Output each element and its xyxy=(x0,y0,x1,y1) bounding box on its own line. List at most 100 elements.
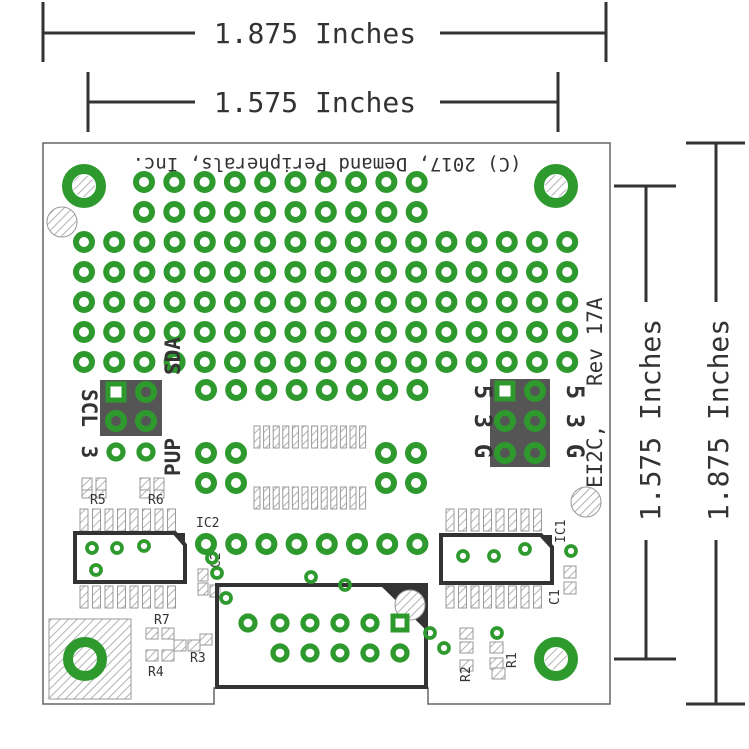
right-pin-label-5: 5 xyxy=(561,385,589,399)
smd-pad xyxy=(104,508,114,532)
smd-pad xyxy=(459,659,474,672)
left-pin-label-g: G xyxy=(469,444,497,458)
proto-pad xyxy=(73,321,95,343)
proto-pad xyxy=(73,291,95,313)
proto-pad xyxy=(375,171,398,193)
smd-pad xyxy=(483,508,492,532)
ic1-pad xyxy=(456,549,470,563)
inner-height-label: 1.575 Inches xyxy=(634,319,667,521)
left-pad xyxy=(136,442,156,462)
pup-label: PUP xyxy=(161,438,185,476)
proto-pad xyxy=(285,379,308,401)
smd-pad xyxy=(253,486,261,510)
proto-pad xyxy=(163,321,186,343)
via xyxy=(437,641,451,655)
smd-pad xyxy=(95,489,107,499)
proto-pad xyxy=(344,231,367,253)
smd-pad xyxy=(139,489,151,499)
proto-pad xyxy=(195,533,217,555)
proto-pad xyxy=(193,291,216,313)
smd-pad xyxy=(161,649,175,662)
r1-label: R1 xyxy=(505,652,520,668)
proto-pad xyxy=(103,261,126,283)
ic2-pad xyxy=(89,563,103,577)
misc-pads xyxy=(85,380,578,663)
smd-pad xyxy=(339,486,347,510)
connector-pad-1 xyxy=(390,613,410,633)
connector-pad xyxy=(360,643,380,663)
mounting-hole-center xyxy=(545,648,567,670)
proto-pad xyxy=(406,379,429,401)
proto-pad xyxy=(526,351,548,373)
ic2-label: IC2 xyxy=(196,516,219,531)
smd-pad xyxy=(142,585,151,609)
proto-pad xyxy=(163,201,186,223)
smd-pad xyxy=(563,565,577,579)
smd-footprints xyxy=(79,425,577,680)
right-header-pad-1 xyxy=(494,380,516,402)
proto-pad xyxy=(195,442,217,464)
mounting-hole xyxy=(62,164,106,208)
smd-pad xyxy=(508,508,517,532)
smd-pad xyxy=(167,585,176,609)
right-pin-label-3: 3 xyxy=(561,414,589,428)
smd-pad xyxy=(117,508,126,532)
smd-pad xyxy=(145,627,159,640)
smd-pad xyxy=(81,477,93,491)
proto-pad xyxy=(375,321,397,343)
proto-pad xyxy=(163,261,186,283)
connector-pad xyxy=(270,643,290,663)
smd-pad xyxy=(311,425,319,449)
proto-pad xyxy=(133,171,155,193)
proto-pad xyxy=(133,351,156,373)
proto-pad xyxy=(375,231,397,253)
left-pin-label-3: 3 xyxy=(469,414,497,428)
proto-pad xyxy=(495,291,518,313)
smd-pad xyxy=(79,585,89,609)
ic2-pad xyxy=(137,539,151,553)
connector-pad xyxy=(300,613,320,633)
connector-pad xyxy=(330,643,350,663)
smd-pad xyxy=(197,582,209,596)
proto-pad xyxy=(225,472,247,494)
r7-label: R7 xyxy=(154,613,170,628)
proto-pad xyxy=(193,321,216,343)
proto-pad xyxy=(254,171,277,193)
proto-pad xyxy=(465,291,488,313)
proto-pad xyxy=(254,291,277,313)
proto-pad xyxy=(314,291,337,313)
proto-pad xyxy=(375,351,397,373)
smd-pad xyxy=(291,486,299,510)
proto-pad xyxy=(224,231,246,253)
proto-pad xyxy=(405,171,428,193)
proto-pad xyxy=(193,231,216,253)
fiducial-top-left xyxy=(46,206,78,238)
mounting-hole xyxy=(534,637,578,681)
proto-pad xyxy=(103,231,126,253)
proto-pad xyxy=(526,231,548,253)
proto-pad xyxy=(255,533,278,555)
sda-header-pad-1 xyxy=(135,381,157,403)
mounting-hole-center xyxy=(545,175,567,197)
smd-pad xyxy=(92,585,101,609)
proto-pad xyxy=(375,472,397,494)
smd-pad xyxy=(330,486,338,510)
smd-pad xyxy=(349,425,357,449)
mounting-holes xyxy=(62,164,578,681)
smd-pad xyxy=(129,508,139,532)
proto-pad xyxy=(285,533,308,555)
smd-pad xyxy=(563,581,577,595)
proto-pad xyxy=(193,261,216,283)
smd-pad xyxy=(311,486,319,510)
proto-pad xyxy=(314,261,337,283)
proto-pad xyxy=(224,351,246,373)
smd-pad xyxy=(81,489,93,499)
proto-pad xyxy=(314,171,337,193)
proto-pad xyxy=(103,351,126,373)
proto-pad xyxy=(376,533,399,555)
proto-pad xyxy=(314,201,337,223)
smd-pad xyxy=(483,585,492,609)
proto-pad xyxy=(223,201,246,223)
proto-pad xyxy=(284,351,307,373)
via xyxy=(210,566,224,580)
